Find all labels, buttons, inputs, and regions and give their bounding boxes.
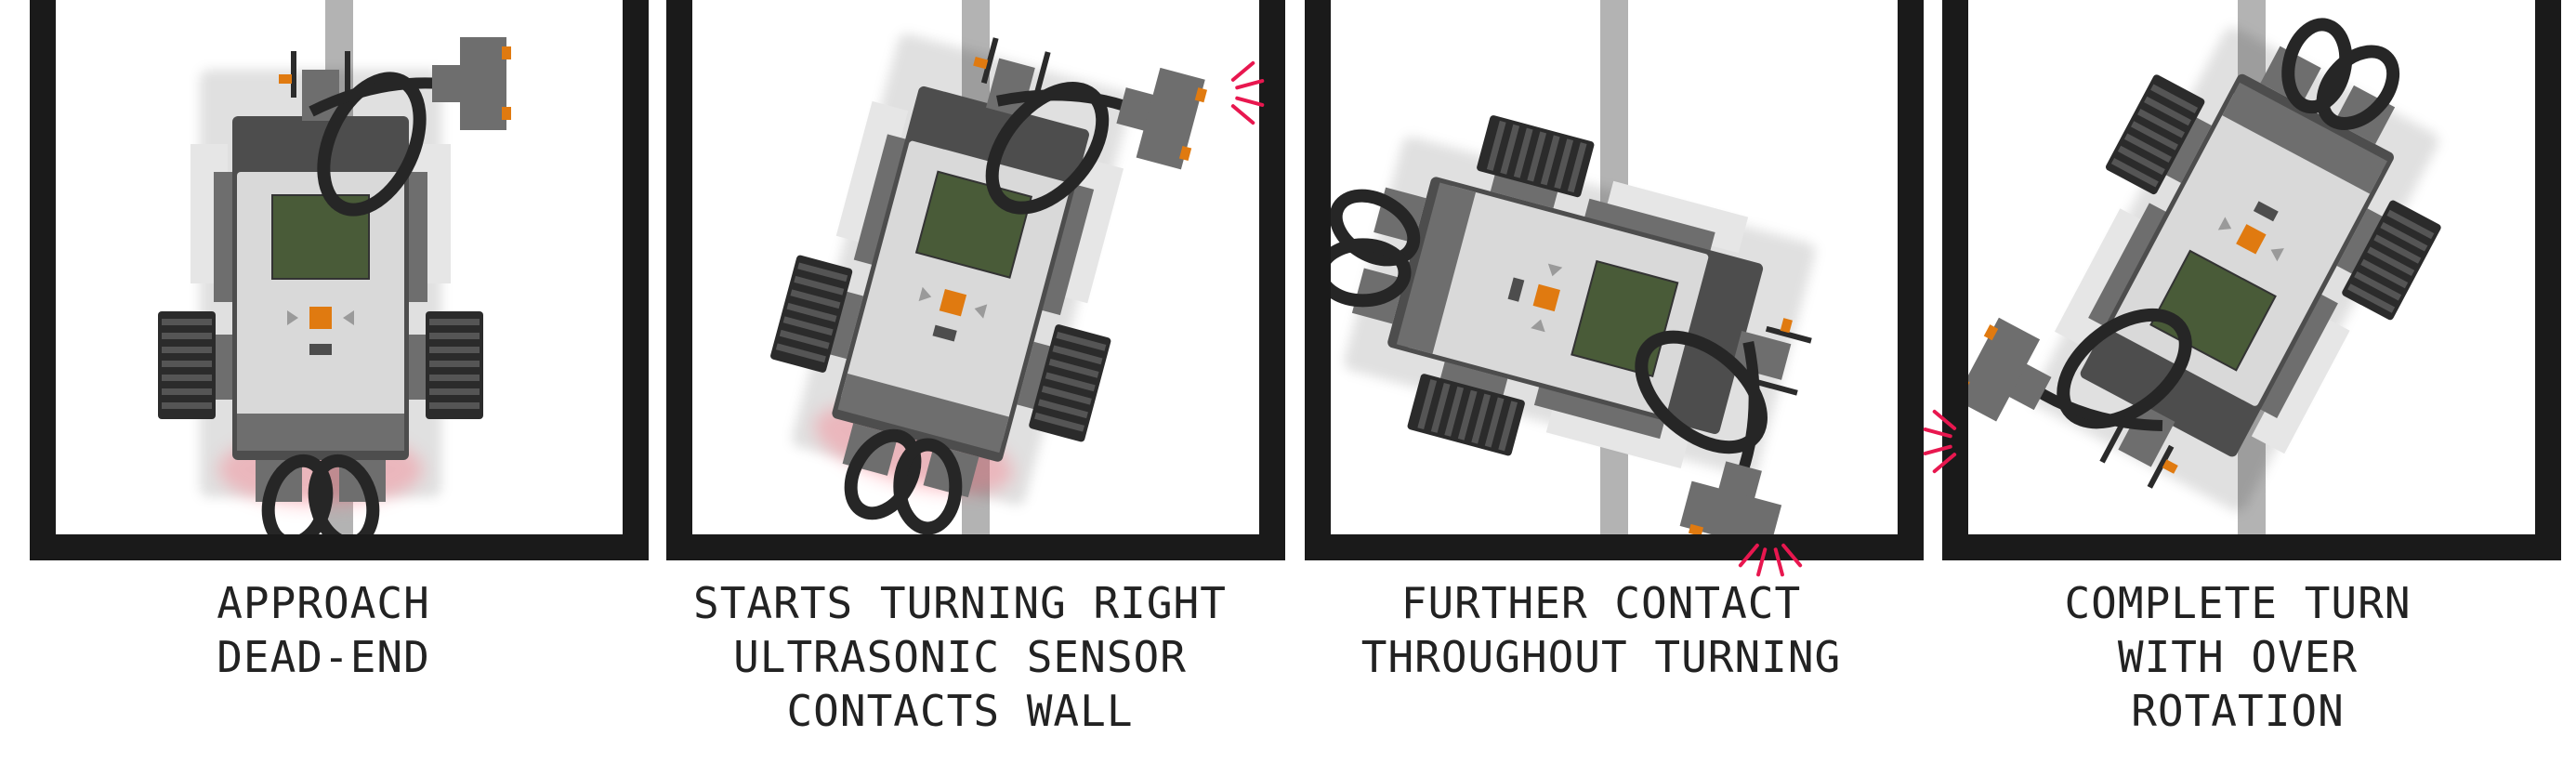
panel-further-contact bbox=[1273, 0, 1924, 574]
tire-tread bbox=[162, 333, 212, 339]
wall-left bbox=[1305, 0, 1331, 560]
wall-bottom bbox=[1305, 534, 1924, 560]
wall-right bbox=[1898, 0, 1924, 560]
ultrasonic-eyes bbox=[460, 37, 506, 130]
mast-orange-peg bbox=[279, 74, 292, 84]
tire-tread bbox=[162, 375, 212, 381]
brick-bottom-band bbox=[237, 414, 404, 451]
caption-line: CONTACTS WALL bbox=[658, 684, 1262, 738]
caption-line: ULTRASONIC SENSOR bbox=[658, 630, 1262, 684]
tire-right bbox=[426, 311, 483, 419]
tire-tread bbox=[429, 333, 480, 339]
tire-tread bbox=[162, 319, 212, 325]
tire-tread bbox=[162, 388, 212, 395]
tire-tread bbox=[429, 375, 480, 381]
tire-tread bbox=[162, 361, 212, 367]
caption-line: ROTATION bbox=[1936, 684, 2540, 738]
caption-line: APPROACH bbox=[21, 576, 625, 630]
tire-tread bbox=[162, 347, 212, 353]
tire-tread bbox=[429, 361, 480, 367]
ultrasonic-peg-bottom bbox=[502, 107, 511, 120]
caption-line: DEAD-END bbox=[21, 630, 625, 684]
wall-left bbox=[666, 0, 692, 560]
tire-left bbox=[158, 311, 216, 419]
wall-bottom bbox=[666, 534, 1285, 560]
wall-bottom bbox=[30, 534, 649, 560]
caption-starts-turning-right: STARTS TURNING RIGHT ULTRASONIC SENSOR C… bbox=[658, 576, 1262, 738]
wall-right bbox=[1259, 0, 1285, 560]
caption-line: WITH OVER bbox=[1936, 630, 2540, 684]
tire-tread bbox=[429, 388, 480, 395]
caption-complete-turn: COMPLETE TURN WITH OVER ROTATION bbox=[1936, 576, 2540, 738]
wall-left bbox=[1942, 0, 1968, 560]
wall-bottom bbox=[1942, 534, 2561, 560]
wall-left bbox=[30, 0, 56, 560]
panel-starts-turning-right bbox=[666, 0, 1285, 576]
caption-approach-dead-end: APPROACH DEAD-END bbox=[21, 576, 625, 684]
caption-line: THROUGHOUT TURNING bbox=[1299, 630, 1903, 684]
caption-line: COMPLETE TURN bbox=[1936, 576, 2540, 630]
tire-tread bbox=[429, 319, 480, 325]
caption-line: FURTHER CONTACT bbox=[1299, 576, 1903, 630]
tire-tread bbox=[162, 402, 212, 409]
caption-line: STARTS TURNING RIGHT bbox=[658, 576, 1262, 630]
orange-enter-button bbox=[309, 307, 332, 329]
tire-tread bbox=[429, 347, 480, 353]
tire-tread bbox=[429, 402, 480, 409]
wall-right bbox=[2535, 0, 2561, 560]
caption-further-contact: FURTHER CONTACT THROUGHOUT TURNING bbox=[1299, 576, 1903, 684]
cancel-button bbox=[309, 344, 332, 355]
panel-approach-dead-end bbox=[30, 0, 649, 560]
wall-right bbox=[623, 0, 649, 560]
ultrasonic-peg-top bbox=[502, 46, 511, 59]
panel-complete-turn bbox=[1925, 0, 2561, 563]
